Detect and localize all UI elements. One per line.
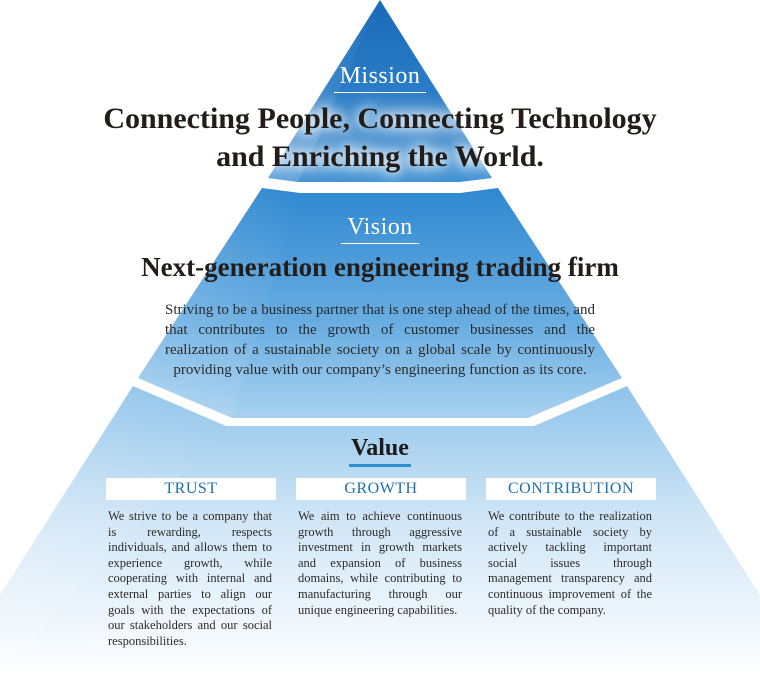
vision-heading-text: Vision [341, 214, 419, 244]
vision-heading: Vision [0, 214, 760, 244]
mission-heading: Mission [0, 63, 760, 93]
trust-description: We strive to be a company that is reward… [108, 509, 272, 648]
vision-statement: Next-generation engineering trading firm [141, 252, 619, 282]
growth-heading: GROWTH [296, 478, 466, 500]
mission-tier [268, 0, 492, 182]
vision-description: Striving to be a business partner that i… [165, 302, 595, 378]
value-heading: Value [0, 435, 760, 467]
mission-statement-line-2: and Enriching the World. [216, 140, 544, 173]
trust-heading: TRUST [106, 478, 276, 500]
mission-statement: Connecting People, Connecting Technology… [0, 100, 760, 176]
value-heading-text: Value [349, 435, 411, 467]
growth-description: We aim to achieve continuous growth thro… [298, 509, 462, 617]
contribution-heading: CONTRIBUTION [486, 478, 656, 500]
contribution-description: We contribute to the realization of a su… [488, 509, 652, 617]
mission-heading-text: Mission [333, 63, 427, 93]
mission-statement-line-1: Connecting People, Connecting Technology [103, 102, 657, 135]
